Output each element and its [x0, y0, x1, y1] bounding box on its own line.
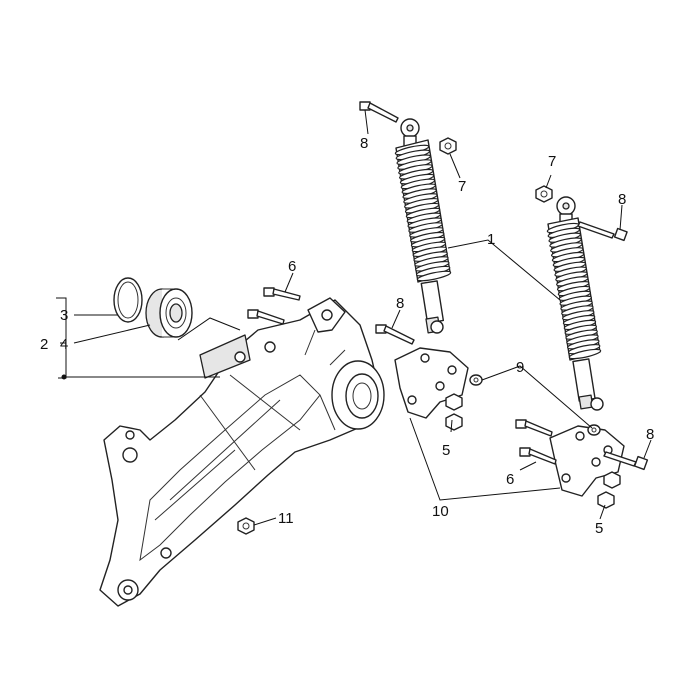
bolt-8-top-left — [359, 101, 399, 123]
callout-7-right: 7 — [548, 153, 556, 170]
callout-11: 11 — [278, 510, 294, 527]
bolt-8-top-right — [577, 221, 628, 242]
shock-absorber-right — [546, 196, 604, 411]
spring-coil — [568, 348, 602, 360]
nut-7-left — [439, 137, 457, 155]
washer-9-left — [469, 374, 483, 386]
callout-8-right: 8 — [646, 426, 654, 443]
callout-10: 10 — [432, 503, 449, 520]
bolt-8-right — [603, 451, 649, 471]
callout-8-top-left: 8 — [360, 135, 368, 152]
callout-labels: 1 2 3 4 5 5 6 6 7 7 8 8 8 8 9 10 11 — [40, 135, 654, 537]
retaining-ring — [113, 277, 143, 323]
bolt-6-right-lower — [519, 447, 557, 465]
callout-1: 1 — [487, 231, 495, 248]
bolt-8-mid — [375, 324, 415, 345]
nut-5-right — [597, 471, 621, 509]
spring-coil — [416, 270, 452, 282]
nut-7-right — [535, 185, 553, 203]
callout-5-left: 5 — [442, 442, 450, 459]
bolt-6-lower — [247, 309, 285, 325]
callout-7-left: 7 — [458, 178, 466, 195]
swing-arm — [99, 297, 385, 607]
leader-lines — [56, 109, 652, 526]
callout-8-top-right: 8 — [618, 191, 626, 208]
callout-2: 2 — [40, 336, 48, 353]
callout-5-right: 5 — [595, 520, 603, 537]
callout-8-mid: 8 — [396, 295, 404, 312]
nut-11 — [237, 517, 255, 535]
callout-3: 3 — [60, 307, 68, 324]
callout-6-lower: 6 — [506, 471, 514, 488]
shock-absorber-left — [394, 118, 452, 334]
callout-6-upper: 6 — [288, 258, 296, 275]
bolt-6-upper — [263, 287, 301, 301]
bolt-6-right-upper — [515, 419, 553, 437]
callout-9: 9 — [516, 359, 524, 376]
callout-4: 4 — [60, 336, 68, 353]
nut-5-left — [445, 393, 463, 431]
bearing — [145, 288, 193, 338]
